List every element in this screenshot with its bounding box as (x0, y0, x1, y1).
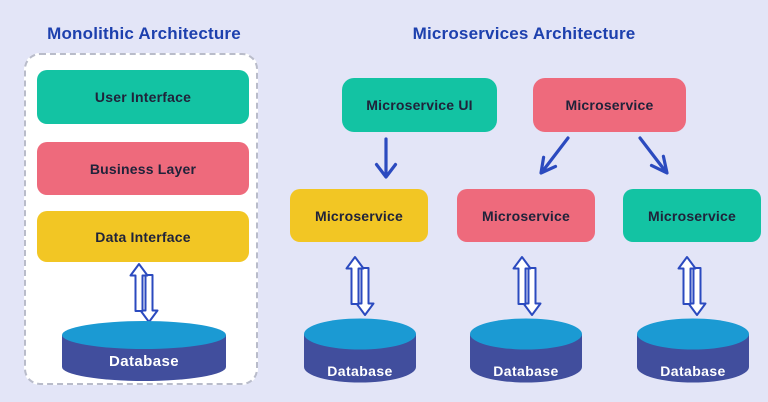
database-cylinder: Database (470, 318, 582, 383)
up-down-arrow-icon (129, 263, 159, 323)
up-down-arrow-icon (677, 256, 707, 316)
microservice-top-box: Microservice (533, 78, 686, 132)
mono-layer-data-interface: Data Interface (37, 211, 249, 262)
microservice-box-3: Microservice (623, 189, 761, 242)
database-cylinder: Database (304, 318, 416, 383)
diagonal-down-left-arrow-icon (539, 136, 570, 175)
mono-layer-user-interface: User Interface (37, 70, 249, 124)
database-label: Database (109, 353, 179, 370)
up-down-arrow-icon (512, 256, 542, 316)
microservice-box-2: Microservice (457, 189, 595, 242)
database-label: Database (660, 363, 725, 379)
diagonal-down-right-arrow-icon (638, 136, 669, 175)
up-down-arrow-icon (345, 256, 375, 316)
microservices-title: Microservices Architecture (412, 24, 636, 43)
monolithic-title: Monolithic Architecture (47, 24, 241, 43)
microservice-ui-box: Microservice UI (342, 78, 497, 132)
down-arrow-icon (374, 137, 398, 179)
database-label: Database (493, 363, 558, 379)
database-cylinder: Database (62, 321, 226, 381)
database-cylinder: Database (637, 318, 749, 383)
database-label: Database (327, 363, 392, 379)
mono-layer-business-layer: Business Layer (37, 142, 249, 195)
microservice-box-1: Microservice (290, 189, 428, 242)
